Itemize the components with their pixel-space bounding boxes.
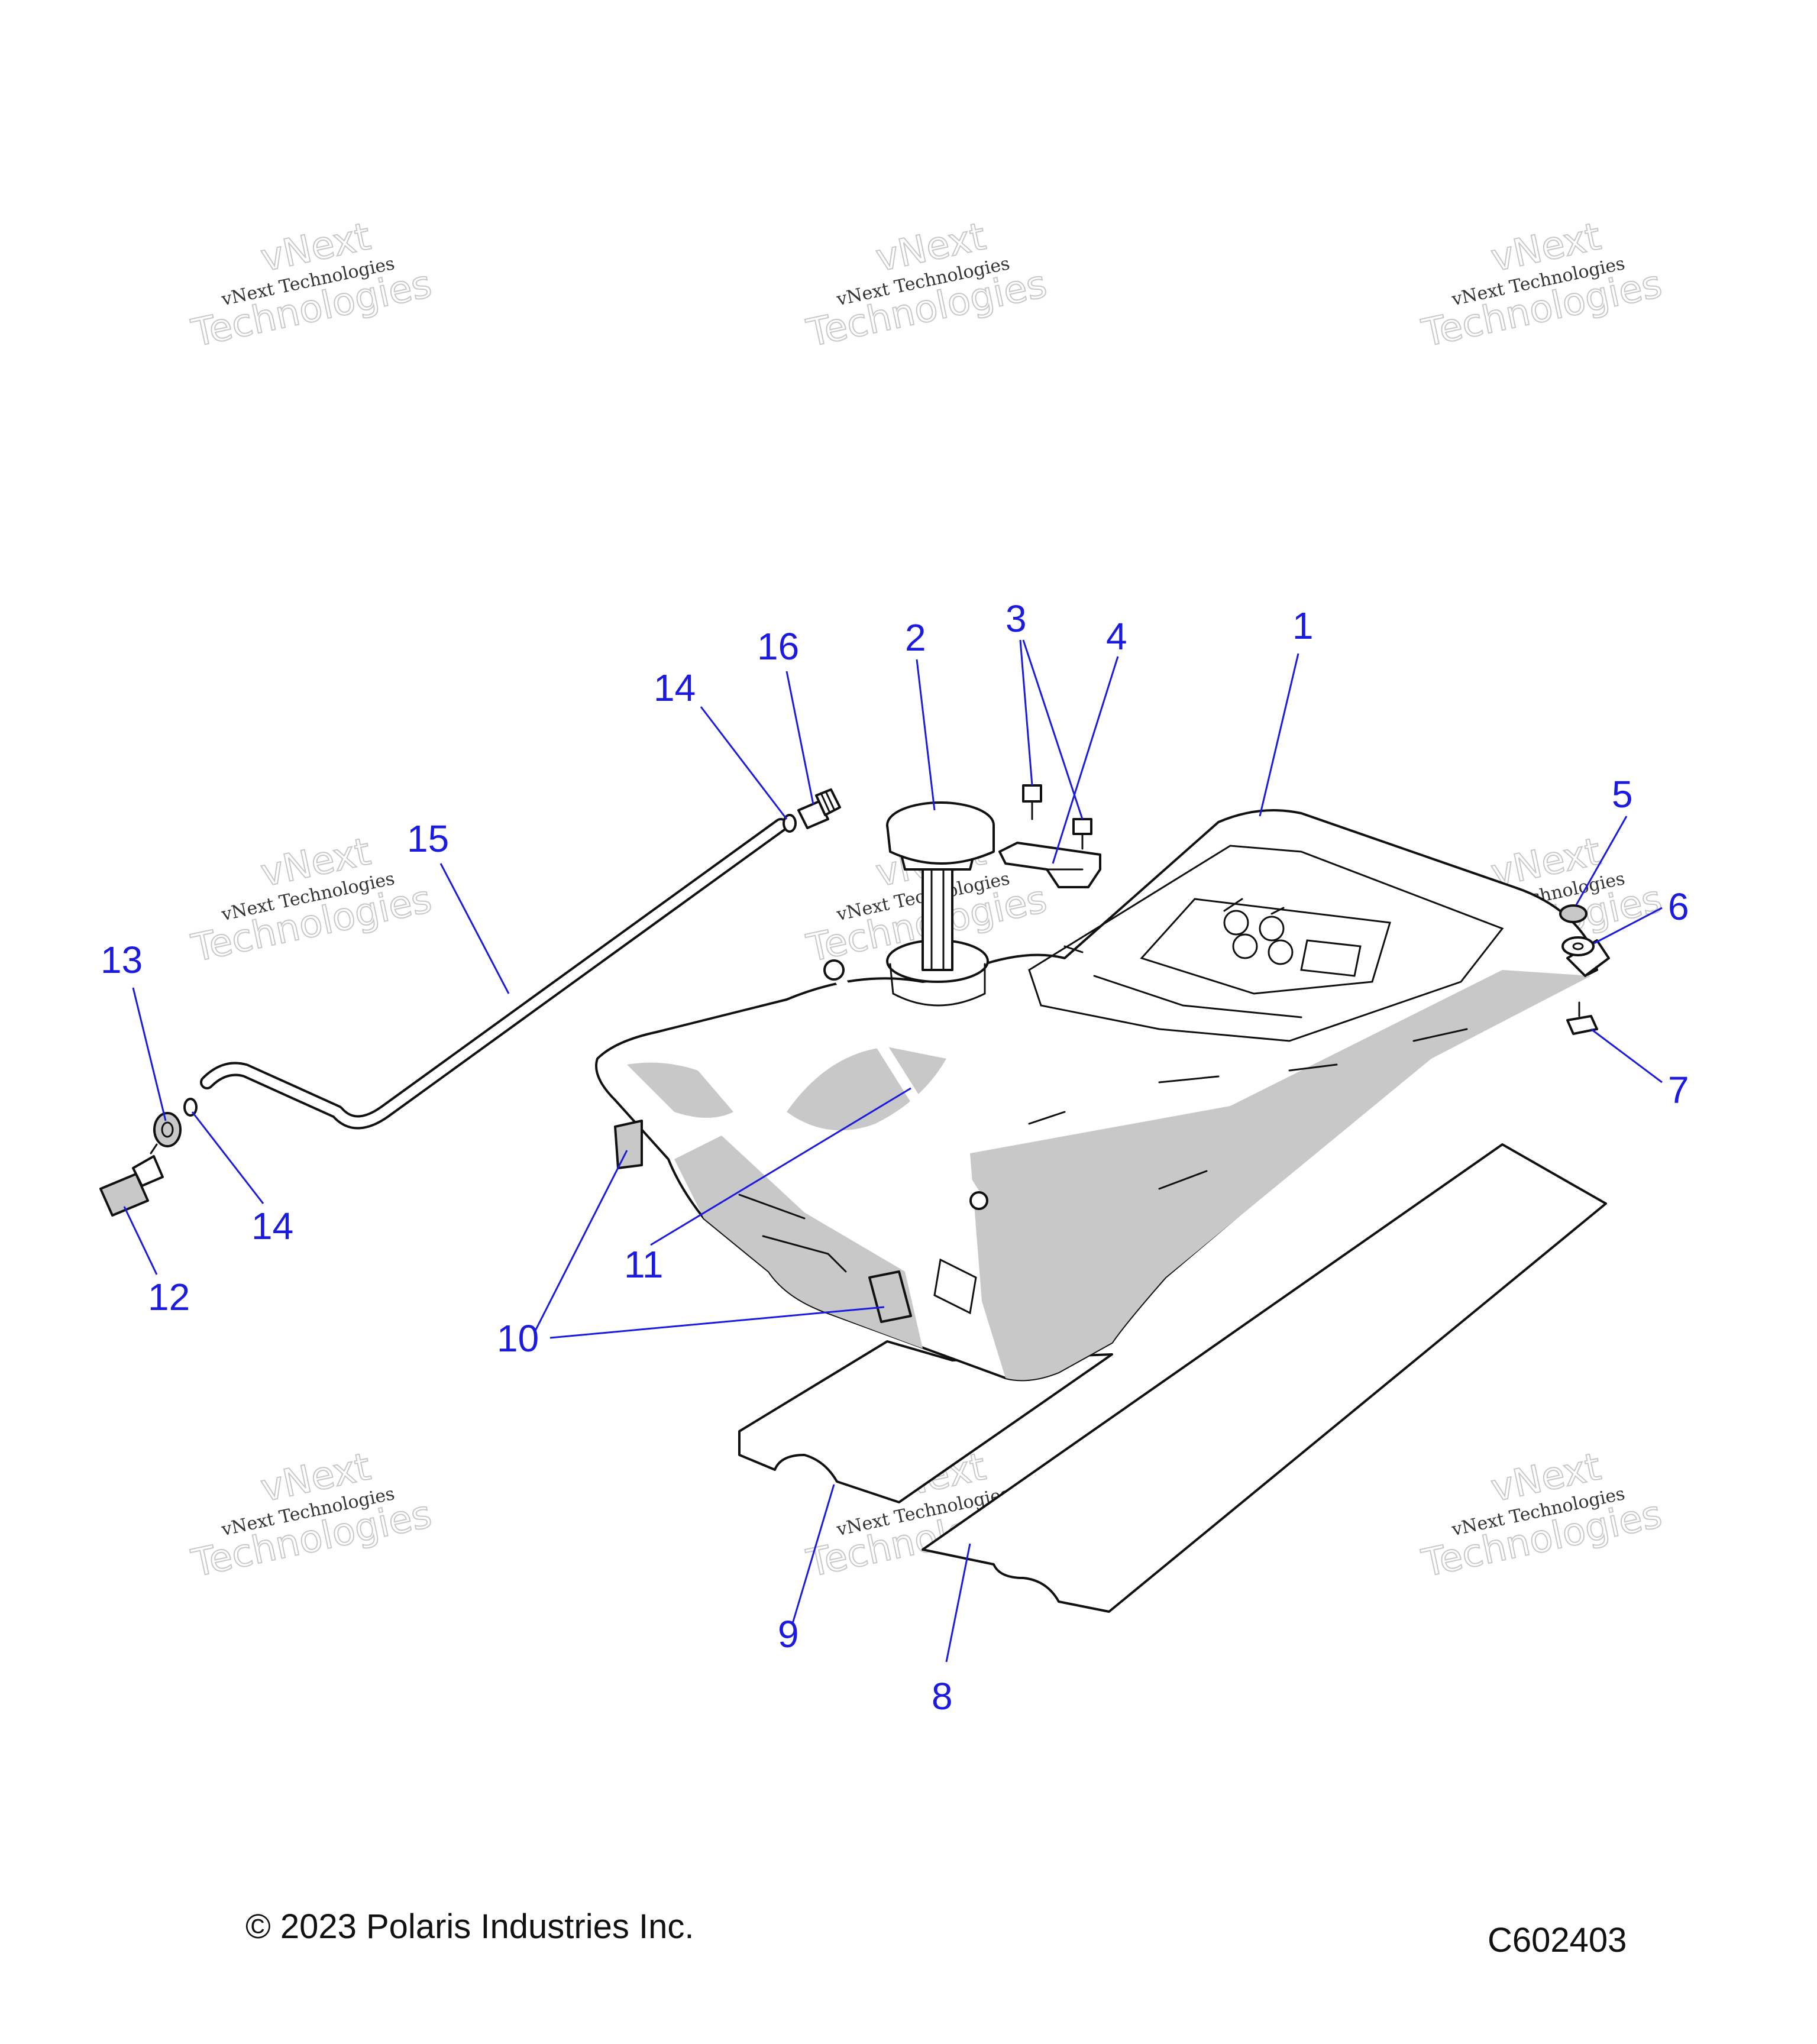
copyright-text: © 2023 Polaris Industries Inc. [245,1907,694,1946]
part-2-fuel-cap [886,801,995,971]
callout-8: 8 [932,1675,953,1718]
part-3-screw-a [1022,784,1042,820]
callout-11: 11 [624,1243,663,1286]
leader-5 [1575,816,1628,905]
part-4-bracket [998,842,1101,888]
leader-3a [1019,639,1033,786]
watermark-top-center: vNext vNext Technologies Technologies [803,214,1052,356]
callout-2: 2 [905,616,926,659]
part-6-washer [1561,936,1595,956]
callout-13: 13 [101,939,143,981]
leader-7 [1590,1028,1663,1084]
leader-6 [1593,907,1663,945]
leader-10b [549,1306,885,1339]
part-5-nut [1559,904,1588,923]
watermark-top-left: vNext vNext Technologies Technologies [187,214,437,356]
leader-12 [123,1206,158,1275]
leader-9 [791,1484,835,1624]
leader-8 [945,1543,971,1663]
callout-numbers: 1 2 3 4 5 6 7 8 9 10 11 12 13 14 14 15 1… [101,597,1689,1718]
leader-14a [700,706,788,820]
part-12-valve [99,1143,164,1217]
callout-3: 3 [1006,597,1027,640]
callout-6: 6 [1668,885,1689,928]
callout-10: 10 [497,1317,539,1360]
part-14-clamp-left [183,1098,198,1117]
leader-15 [439,863,510,994]
watermark-bottom-left: vNext vNext Technologies Technologies [187,1444,437,1586]
leader-13 [132,987,167,1121]
callout-12: 12 [148,1276,190,1318]
leader-lines [123,639,1663,1663]
part-9-pad [738,1340,1113,1503]
callout-9: 9 [778,1613,799,1655]
callout-4: 4 [1106,615,1127,658]
leader-3b [1022,639,1084,820]
part-8-pad [922,1143,1607,1613]
leader-1 [1259,653,1299,817]
callout-1: 1 [1292,604,1314,647]
part-1-fuel-tank [595,809,1610,1382]
callout-16: 16 [757,625,799,668]
leader-14b [191,1111,264,1204]
leader-2 [916,659,936,811]
part-7-bolt [1566,1001,1598,1035]
callout-5: 5 [1612,773,1633,816]
part-11-vent-tube [823,959,988,1210]
part-3-screw-b [1072,818,1092,850]
callout-14-bottom: 14 [251,1205,293,1247]
part-15-fuel-line [200,818,788,1130]
part-16-fitting [797,788,841,829]
watermark-mid-left: vNext vNext Technologies Technologies [187,829,437,971]
part-13-grommet [153,1112,182,1147]
watermark-bottom-right: vNext vNext Technologies Technologies [1418,1444,1667,1586]
callout-14-top: 14 [654,667,696,709]
drawing-code: C602403 [1488,1921,1627,1959]
part-10-pad-a [614,1120,643,1169]
leader-11 [650,1087,911,1246]
leader-4 [1052,656,1119,864]
watermark-top-right: vNext vNext Technologies Technologies [1418,214,1667,356]
callout-15: 15 [407,817,449,860]
leader-16 [785,671,814,805]
leader-10a [534,1150,628,1331]
callout-7: 7 [1668,1069,1689,1111]
